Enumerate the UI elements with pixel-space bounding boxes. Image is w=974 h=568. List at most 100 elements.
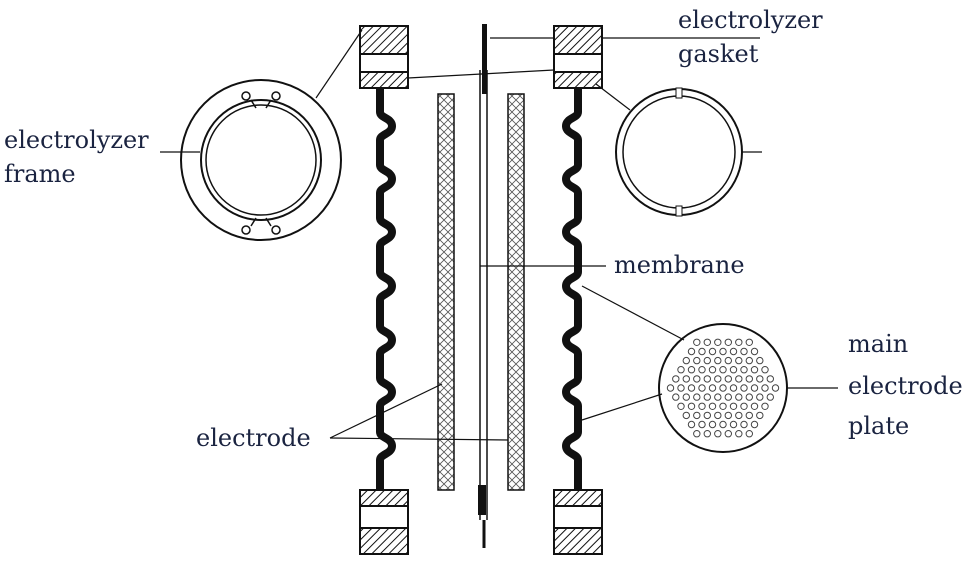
perforation-hole <box>698 402 706 410</box>
perforation-hole <box>714 375 722 383</box>
perforation-hole <box>756 411 764 420</box>
label-electrolyzer-gasket-line1: electrolyzer <box>678 6 823 34</box>
perforation-hole <box>708 402 717 410</box>
perforation-hole <box>724 375 732 383</box>
perforation-hole <box>750 366 759 374</box>
perforation-hole <box>745 411 753 420</box>
perforation-hole <box>750 347 759 356</box>
perforation-hole <box>677 366 685 374</box>
label-main-electrode-plate-line2: electrode <box>848 372 963 400</box>
perforation-hole <box>761 384 769 392</box>
perforation-hole <box>745 393 753 401</box>
perforation-hole <box>724 430 732 438</box>
perforation-hole <box>693 430 701 438</box>
perforation-hole <box>693 375 701 383</box>
perforation-hole <box>708 366 717 374</box>
perforation-hole <box>740 347 748 356</box>
label-membrane: membrane <box>614 251 745 279</box>
perforation-hole <box>740 384 748 392</box>
perforation-hole <box>703 375 711 383</box>
perforation-hole <box>714 430 722 438</box>
perforation-hole <box>708 420 717 429</box>
perforation-hole <box>761 402 769 410</box>
perforation-hole <box>729 402 738 410</box>
perforation-hole <box>750 402 759 410</box>
perforation-hole <box>771 384 780 392</box>
perforation-hole <box>687 402 696 410</box>
perforation-hole <box>703 393 711 401</box>
perforation-hole <box>708 347 717 356</box>
right-electrode-plate <box>562 88 582 490</box>
perforation-hole <box>756 375 764 383</box>
perforation-hole <box>724 411 732 420</box>
right-top-gasket <box>553 25 603 89</box>
perforation-hole <box>672 375 680 383</box>
right-bottom-gasket <box>553 489 603 555</box>
left-bottom-gasket <box>359 489 409 555</box>
perforation-hole <box>735 411 743 420</box>
perforation-hole <box>714 356 722 365</box>
perforation-hole <box>703 411 711 420</box>
perforation-hole <box>698 420 706 429</box>
perforation-hole <box>745 430 753 438</box>
perforation-hole <box>714 338 722 346</box>
perforation-hole <box>719 347 727 356</box>
perforation-hole <box>766 375 774 383</box>
perforation-hole <box>719 420 727 429</box>
label-main-electrode-plate-line3: plate <box>848 412 909 440</box>
perforated-plate-circle <box>658 323 788 453</box>
perforation-hole <box>687 366 696 374</box>
perforation-hole <box>677 384 685 392</box>
perforation-hole <box>724 356 732 365</box>
perforation-hole <box>693 338 701 346</box>
left-electrode-plate <box>376 88 396 490</box>
left-top-gasket <box>359 25 409 89</box>
label-main-electrode-plate-line1: main <box>848 330 908 358</box>
perforation-hole <box>735 430 743 438</box>
perforation-hole <box>719 402 727 410</box>
perforation-hole <box>682 356 690 365</box>
perforation-hole <box>682 393 690 401</box>
label-electrolyzer-frame-line2: frame <box>4 160 76 188</box>
perforation-hole <box>666 384 675 392</box>
perforation-hole <box>761 366 769 374</box>
perforation-hole <box>745 338 753 346</box>
perforation-hole <box>766 393 774 401</box>
perforation-hole <box>729 347 738 356</box>
perforation-hole <box>703 338 711 346</box>
perforation-hole <box>745 356 753 365</box>
perforation-hole <box>756 393 764 401</box>
perforation-hole <box>703 356 711 365</box>
perforation-hole <box>750 420 759 429</box>
perforation-hole <box>740 420 748 429</box>
perforation-hole <box>682 411 690 420</box>
left-porous-electrode <box>437 93 455 491</box>
perforation-hole <box>677 402 685 410</box>
perforation-hole <box>714 393 722 401</box>
perforation-hole <box>735 338 743 346</box>
perforation-hole <box>735 393 743 401</box>
perforation-hole <box>735 375 743 383</box>
perforation-hole <box>756 356 764 365</box>
frame-detail-circle <box>180 79 342 241</box>
perforation-hole <box>693 393 701 401</box>
perforation-hole <box>714 411 722 420</box>
label-electrode: electrode <box>196 424 311 452</box>
perforation-hole <box>687 384 696 392</box>
perforation-hole <box>719 384 727 392</box>
perforation-hole <box>698 384 706 392</box>
perforation-hole <box>687 420 696 429</box>
perforation-hole <box>740 366 748 374</box>
perforation-hole <box>708 384 717 392</box>
perforation-hole <box>729 366 738 374</box>
perforation-hole <box>745 375 753 383</box>
perforation-hole <box>693 411 701 420</box>
perforation-hole <box>750 384 759 392</box>
membrane-sheet <box>478 24 488 548</box>
gasket-detail-circle <box>615 87 743 217</box>
perforation-hole <box>682 375 690 383</box>
perforation-hole <box>672 393 680 401</box>
perforation-hole <box>729 420 738 429</box>
perforation-hole <box>698 347 706 356</box>
